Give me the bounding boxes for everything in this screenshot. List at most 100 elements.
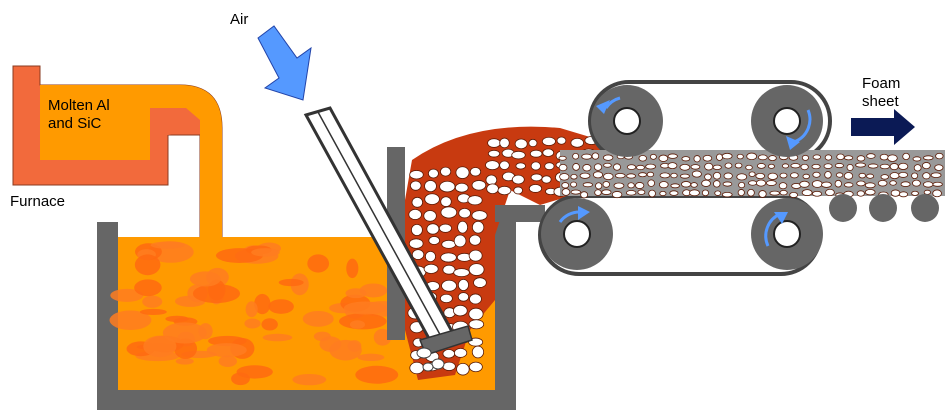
melt-patch [150,241,186,249]
foam-bubble [670,172,678,179]
foam-bubble [756,163,766,169]
foam-bubble [667,153,678,159]
foam-bubble [542,148,555,157]
melt-patch [110,288,144,302]
foam-bubble [541,175,552,184]
foam-bubble [932,181,943,187]
foam-bubble [670,183,680,189]
foam-bubble [704,162,714,171]
foam-sheet [558,150,945,199]
foam-bubble [714,190,722,196]
foam-bubble [424,193,440,205]
curved-arrow-icon [786,136,800,150]
foam-bubble [511,150,526,160]
foam-bubble [469,293,482,305]
foam-bubble [627,182,635,189]
foam-bubble [801,189,813,196]
foam-bubble [580,191,589,199]
melt-patch [302,310,334,327]
foam-bubble [812,171,821,178]
foam-bubble [454,182,469,193]
melt-patch [245,301,258,318]
foam-bubble [835,172,844,178]
foam-bubble [601,189,612,195]
foam-bubble [614,173,626,179]
foam-bubble [748,171,756,177]
foam-bubble [441,279,457,292]
foam-bubble [486,183,499,195]
foam-bubble [889,163,899,171]
foam-bubble [757,154,768,161]
foam-bubble [755,172,766,180]
foam-bubble [669,190,679,196]
furnace [12,65,223,241]
foam-bubble [440,166,452,177]
foam-bubble [423,263,439,274]
foam-bubble [424,180,437,193]
melt-patch [134,279,162,297]
foam-bubble [923,155,934,161]
melt-patch [261,318,278,331]
foam-bubble [755,179,767,187]
foam-sheet-cells [558,152,944,199]
foam-bubble [579,172,591,179]
furnace-content-label-line1: Molten Al [48,97,110,114]
foam-bubble [721,192,733,198]
foam-bubble [745,164,753,171]
roller [541,198,613,270]
foam-bubble [867,163,879,169]
foam-bubble [900,181,911,187]
foam-bubble [428,236,441,245]
melt-patch [236,365,273,379]
melt-patch [278,278,304,287]
foam-bubble [790,172,799,179]
curved-arrow-icon [774,212,788,224]
foam-bubble [690,164,701,170]
foam-bubble [748,180,758,186]
foam-bubble [701,189,709,197]
foam-bubble [453,347,468,358]
foam-bubble [767,172,778,180]
foam-bubble [471,180,487,191]
foam-bubble [647,179,656,187]
foam-bubble [824,154,833,161]
foam-bubble [468,319,485,330]
foam-bubble [582,182,593,188]
foam-bubble [879,153,889,161]
foam-bubble [625,190,637,196]
foam-bubble [453,268,470,278]
foam-bubble [781,163,790,169]
foam-bubble [691,170,702,178]
foam-bubble [572,163,580,171]
foam-bubble [812,190,822,197]
foam-bubble [846,163,854,171]
melt-patch [373,328,392,346]
foam-bubble [713,180,721,188]
foam-bubble [438,223,452,233]
foam-bubble [591,152,600,160]
foam-bubble [570,181,578,188]
foam-bubble [456,362,470,376]
foam-bubble [898,171,909,178]
foam-bubble [737,189,745,197]
foam-bubble [424,250,436,263]
foam-bubble [427,168,439,179]
curved-arrow-icon [596,100,610,114]
melt-patch [343,301,387,315]
foam-bubble [582,164,592,172]
foam-bubble [887,154,898,162]
foam-bubble [800,163,809,171]
foam-bubble [485,160,500,171]
foam-bubble [455,166,470,179]
output-roller [829,194,857,222]
furnace-inner-notch [150,108,196,135]
foam-bubble [922,162,931,170]
foam-bubble [611,191,623,199]
foam-bubble [439,180,456,193]
furnace-content-label-line2: and SiC [48,115,102,132]
foam-bubble [602,154,614,161]
foam-bubble [457,279,469,291]
foam-bubble [765,180,777,186]
product-label-line1: Foam [862,75,900,92]
